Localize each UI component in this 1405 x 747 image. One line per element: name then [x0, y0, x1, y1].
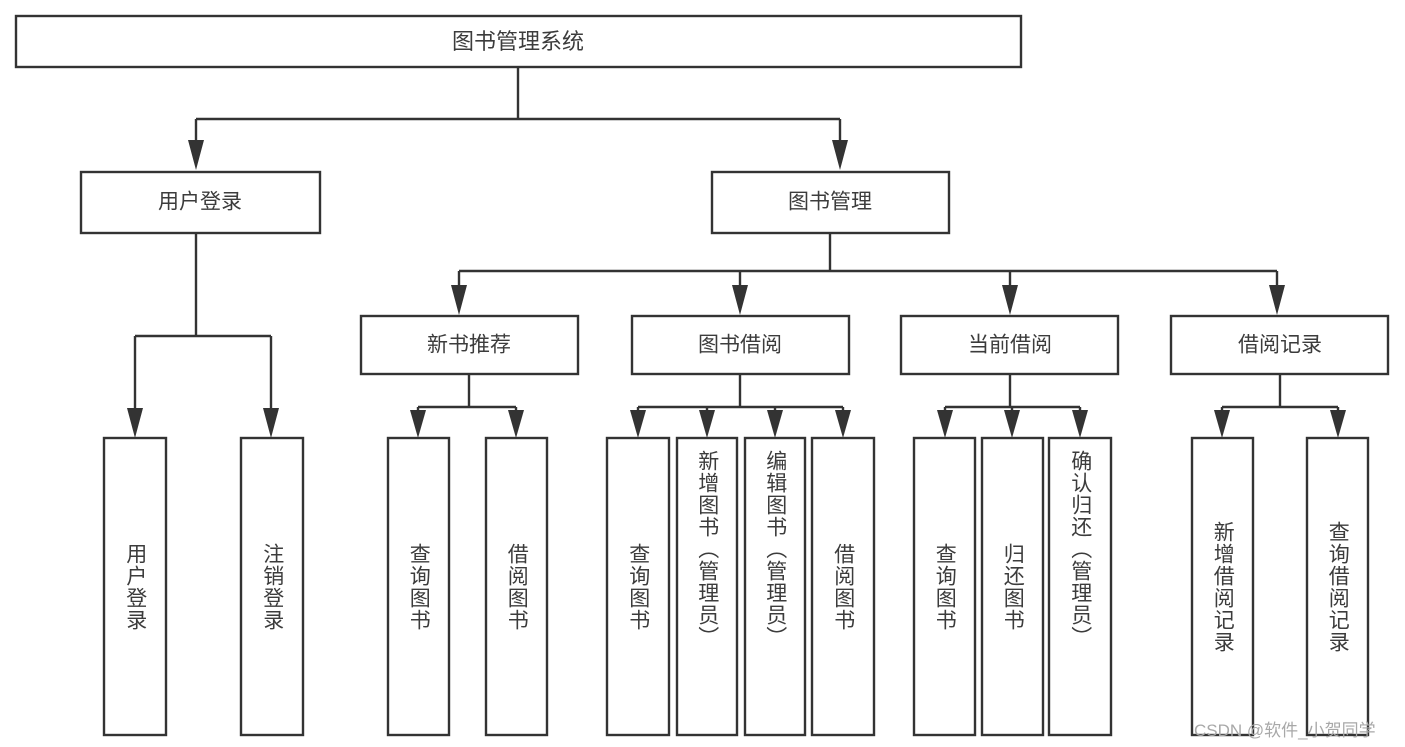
node-new-book-recommend[interactable]: [359, 314, 580, 376]
connectors-borrow-record-to-leaves: [1214, 374, 1346, 438]
label-user-login: 用户登录: [158, 191, 242, 214]
node-leaf-borrow-book-1[interactable]: [484, 436, 549, 737]
node-root-system[interactable]: [14, 14, 1023, 69]
connectors-new-book-recommend-to-leaves: [410, 374, 524, 438]
label-book-borrow: 图书借阅: [698, 334, 782, 357]
node-leaf-query-record[interactable]: [1305, 436, 1370, 737]
node-leaf-query-book-2[interactable]: [605, 436, 671, 737]
connectors-root-to-level1: [188, 67, 848, 170]
node-leaf-add-book[interactable]: [675, 436, 739, 737]
node-leaf-logout[interactable]: [239, 436, 305, 737]
node-current-borrow[interactable]: [899, 314, 1120, 376]
label-borrow-record: 借阅记录: [1238, 334, 1322, 357]
node-borrow-record[interactable]: [1169, 314, 1390, 376]
connectors-current-borrow-to-leaves: [937, 374, 1088, 438]
node-user-login[interactable]: [79, 170, 322, 235]
node-leaf-add-record[interactable]: [1190, 436, 1255, 737]
csdn-watermark: CSDN @软件_小贺同学: [1194, 721, 1376, 740]
connectors-book-management-to-level2: [451, 233, 1285, 315]
node-leaf-user-login[interactable]: [102, 436, 168, 737]
label-current-borrow: 当前借阅: [968, 334, 1052, 357]
node-leaf-borrow-book-2[interactable]: [810, 436, 876, 737]
label-root-system: 图书管理系统: [452, 29, 584, 54]
node-book-management[interactable]: [710, 170, 951, 235]
node-leaf-edit-book[interactable]: [743, 436, 807, 737]
connectors-book-borrow-to-leaves: [630, 374, 851, 438]
node-book-borrow[interactable]: [630, 314, 851, 376]
node-leaf-query-book-1[interactable]: [386, 436, 451, 737]
node-leaf-query-book-3[interactable]: [912, 436, 977, 737]
connectors-user-login-to-leaves: [127, 233, 279, 438]
label-book-management: 图书管理: [788, 191, 872, 214]
node-leaf-return-book[interactable]: [980, 436, 1045, 737]
label-new-book-recommend: 新书推荐: [427, 334, 511, 357]
node-leaf-confirm-return[interactable]: [1047, 436, 1113, 737]
